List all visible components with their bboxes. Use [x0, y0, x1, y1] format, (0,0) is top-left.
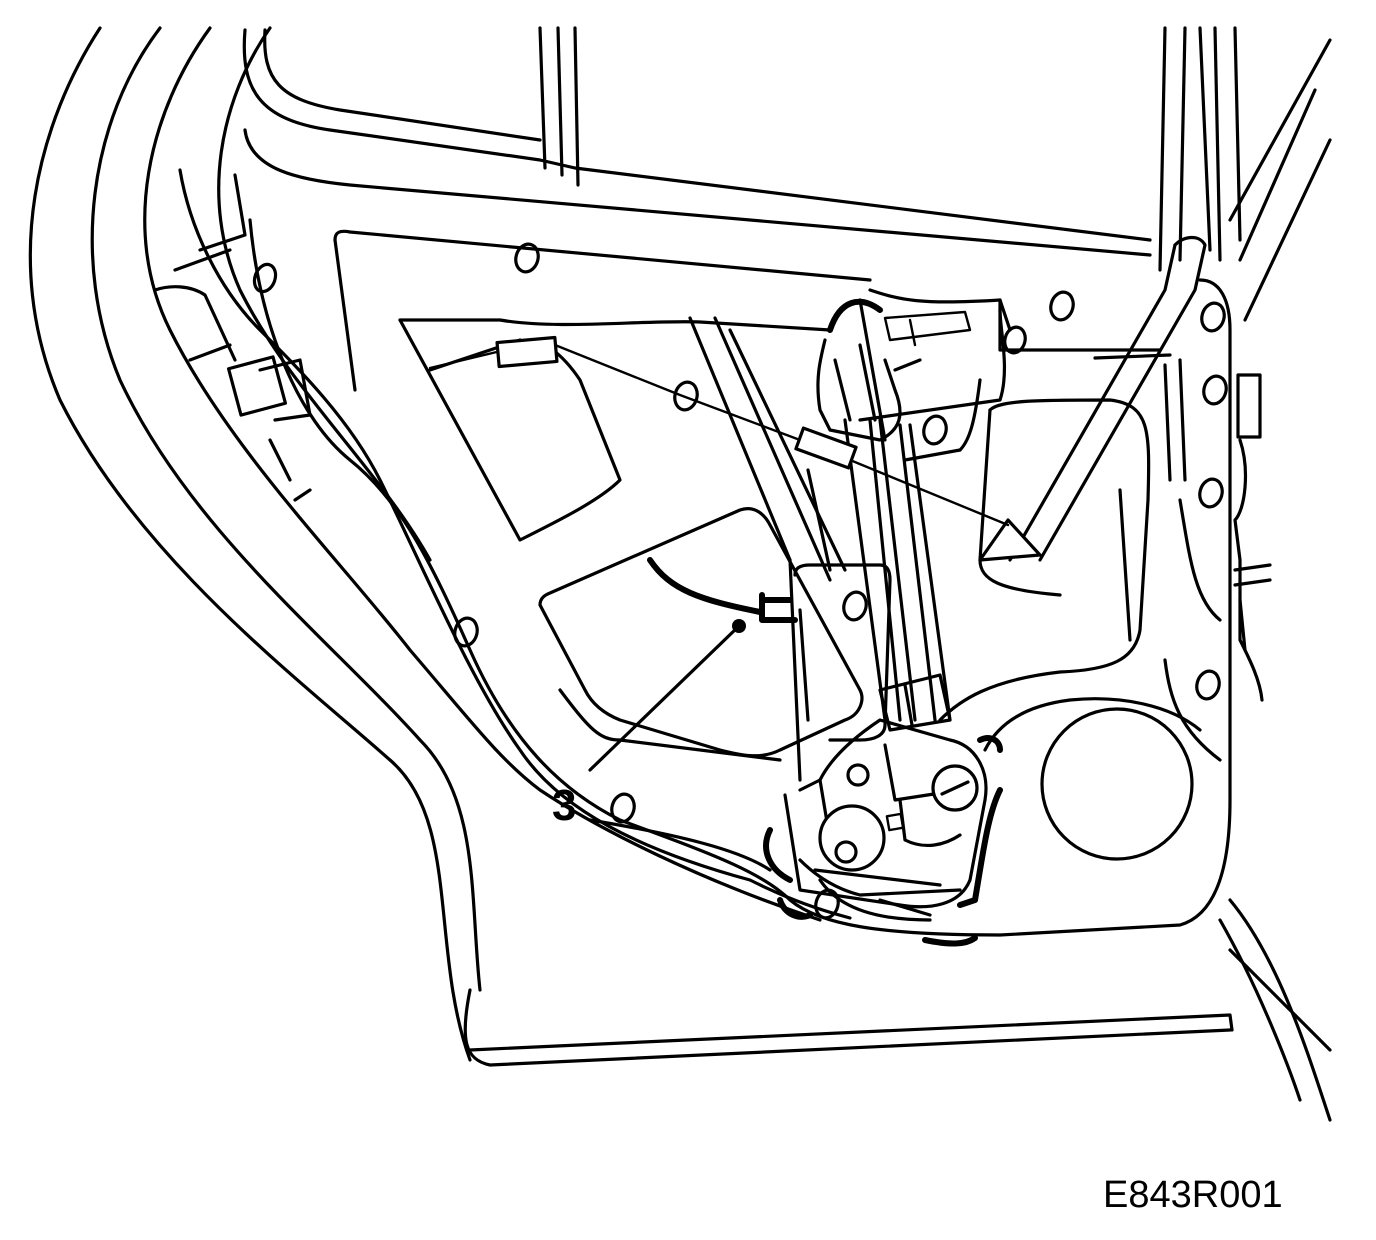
door-outer-contours — [28, 26, 822, 1062]
lower-regulator-plate — [793, 563, 952, 742]
cable-connector-1 — [495, 335, 559, 369]
right-panel-structure — [903, 298, 1222, 762]
callout-3-target — [588, 592, 798, 772]
speaker-surround — [983, 697, 1202, 752]
upper-access-frame — [333, 229, 872, 542]
cable-connector-2 — [794, 426, 858, 470]
left-connector — [153, 285, 312, 422]
window-guide-rod — [1008, 235, 1207, 562]
right-connector — [1233, 373, 1272, 702]
inner-door-panel — [173, 168, 1332, 1122]
upper-regulator-bracket — [816, 288, 1012, 442]
regulator-rails — [688, 298, 952, 782]
window-frame — [242, 26, 1332, 322]
regulator-motor — [763, 718, 1003, 947]
triangle-clip — [978, 518, 1042, 562]
speaker-opening — [1040, 707, 1194, 861]
mounting-holes — [252, 242, 1228, 920]
callout-label: 3 — [552, 781, 576, 830]
cable-harness — [428, 335, 1010, 527]
figure-reference: E843R001 — [1103, 1174, 1283, 1216]
